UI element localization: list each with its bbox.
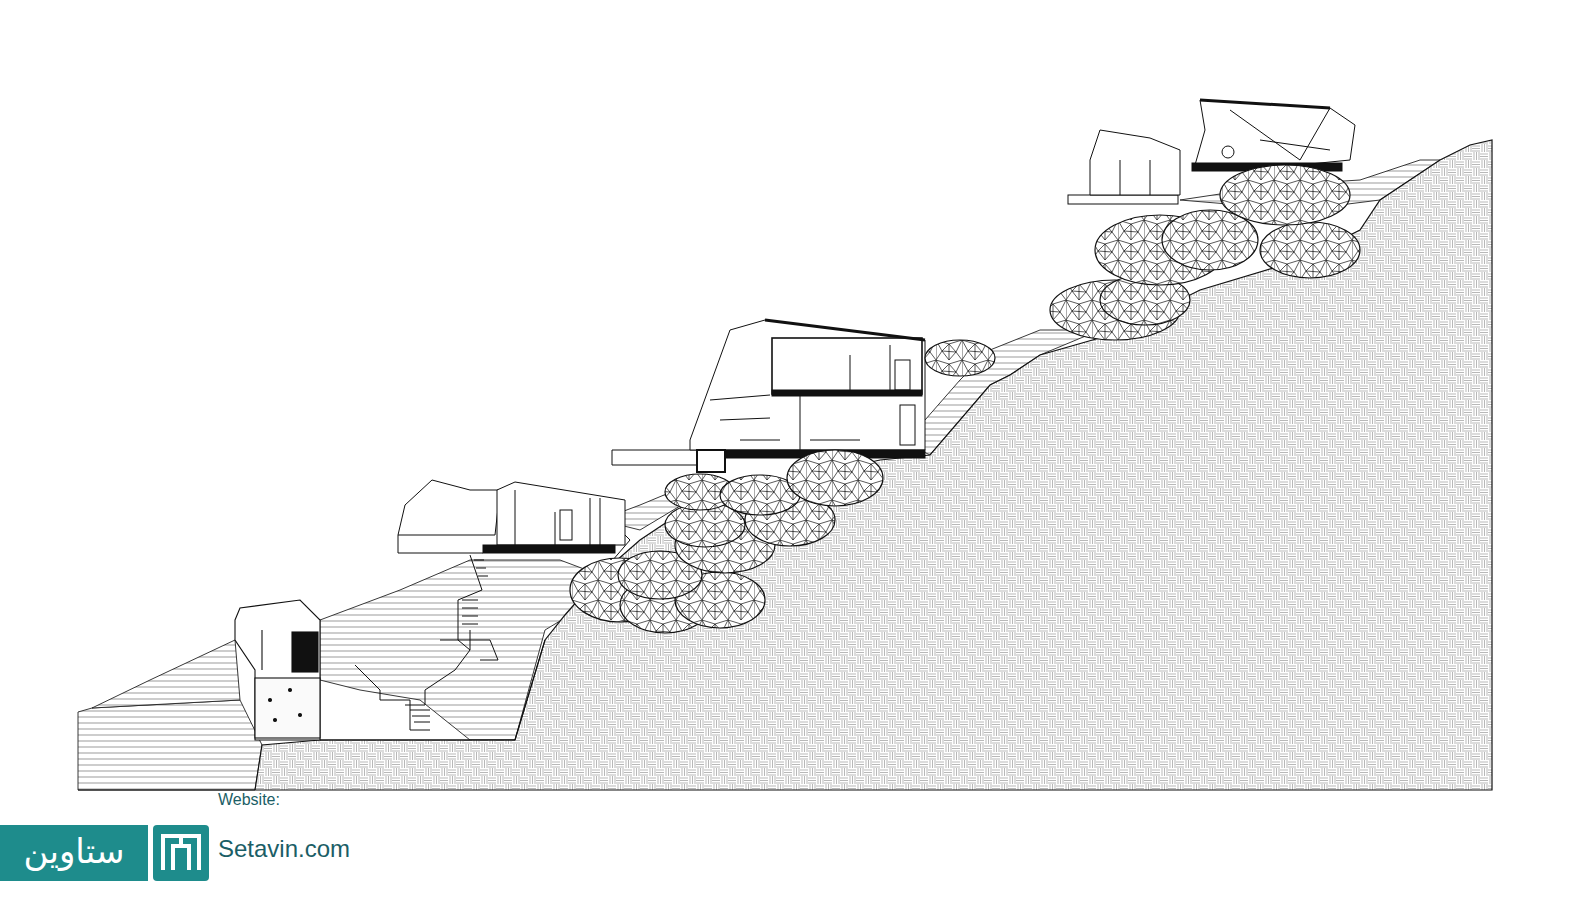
lower-house <box>398 480 625 553</box>
website-label: Website: <box>218 791 280 809</box>
watermark-logo <box>0 825 209 881</box>
ground-mass <box>78 140 1492 790</box>
boulders <box>570 165 1360 633</box>
pavilion-building <box>235 600 320 740</box>
stairs-walls <box>320 520 630 740</box>
middle-house <box>612 320 925 472</box>
website-url: Setavin.com <box>218 836 350 862</box>
watermark-brand: ستاوین <box>24 833 125 870</box>
